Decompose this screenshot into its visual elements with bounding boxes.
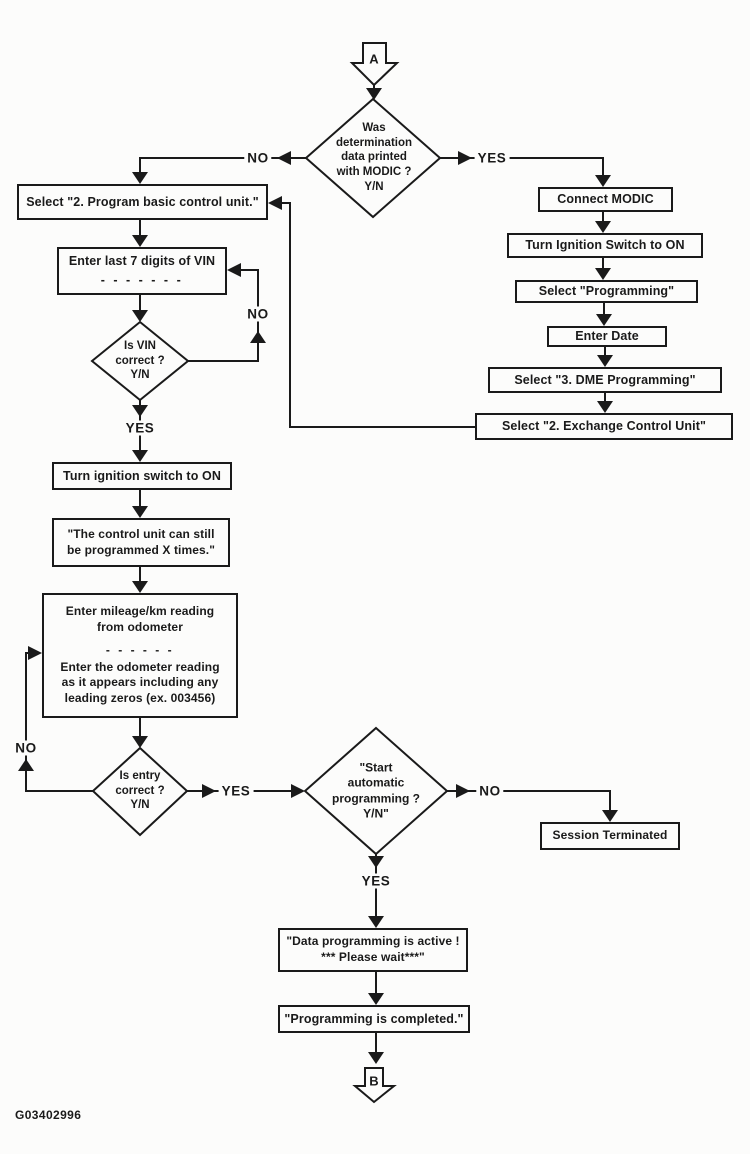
label-entry-no: NO bbox=[12, 740, 40, 756]
arrow-into-data bbox=[368, 916, 384, 928]
connector-a-label: A bbox=[369, 51, 379, 67]
process-data-programming-active: "Data programming is active ! *** Please… bbox=[278, 928, 468, 972]
label-modic-yes: YES bbox=[474, 150, 510, 166]
arrow-into-mileage bbox=[132, 581, 148, 593]
arrow-into-turnright bbox=[595, 221, 611, 233]
process-turn-ignition-right: Turn Ignition Switch to ON bbox=[507, 233, 703, 258]
flow-lines bbox=[25, 84, 611, 1062]
arrow-into-modicbox bbox=[595, 175, 611, 187]
line-modic-no bbox=[139, 157, 306, 182]
diamond-modic-shape bbox=[304, 97, 442, 219]
connector-b-label: B bbox=[369, 1073, 379, 1089]
decision-entry-correct: Is entry correct ? Y/N bbox=[115, 769, 165, 812]
decision-diamonds bbox=[90, 42, 449, 1104]
arrow-into-date bbox=[596, 314, 612, 326]
process-connect-modic: Connect MODIC bbox=[538, 187, 673, 212]
arrow-modic-no-left bbox=[277, 151, 291, 165]
decision-start-programming: "Start automatic programming ? Y/N" bbox=[331, 760, 421, 821]
decision-vin-correct: Is VIN correct ? Y/N bbox=[115, 339, 165, 382]
arrow-vinloop-left bbox=[227, 263, 241, 277]
connector-b-shape bbox=[352, 1067, 397, 1104]
arrow-into-dme bbox=[597, 355, 613, 367]
arrow-entryloop-right bbox=[28, 646, 42, 660]
label-entry-yes: YES bbox=[218, 783, 254, 799]
process-programming-completed: "Programming is completed." bbox=[278, 1005, 470, 1033]
process-session-terminated: Session Terminated bbox=[540, 822, 680, 850]
figure-code: G03402996 bbox=[15, 1108, 82, 1122]
arrow-vin-yes bbox=[132, 405, 148, 417]
flow-arrowheads bbox=[18, 88, 618, 1064]
arrow-into-selectprog bbox=[595, 268, 611, 280]
line-modic-yes bbox=[440, 157, 604, 185]
arrow-into-exchange bbox=[597, 401, 613, 413]
label-start-yes: YES bbox=[358, 873, 394, 889]
arrow-entryloop-up bbox=[18, 759, 34, 771]
label-modic-no: NO bbox=[244, 150, 272, 166]
arrow-into-session bbox=[602, 810, 618, 822]
diamond-start-shape bbox=[303, 726, 449, 856]
mileage-dash-blanks: - - - - - - bbox=[105, 642, 175, 657]
process-can-still-program: "The control unit can still be programme… bbox=[52, 518, 230, 567]
process-enter-date: Enter Date bbox=[547, 326, 667, 347]
process-enter-mileage: Enter mileage/km reading from odometer -… bbox=[42, 593, 238, 718]
process-select-program-basic: Select "2. Program basic control unit." bbox=[17, 184, 268, 220]
arrow-into-b bbox=[368, 1052, 384, 1064]
arrow-into-turnleft bbox=[132, 450, 148, 462]
arrow-exchange-left bbox=[268, 196, 282, 210]
arrow-start-yes bbox=[368, 856, 384, 868]
arrow-modic-yes-right bbox=[458, 151, 472, 165]
process-turn-ignition-left: Turn ignition switch to ON bbox=[52, 462, 232, 490]
arrow-start-no-right bbox=[456, 784, 470, 798]
arrow-into-basic bbox=[132, 172, 148, 184]
decision-modic-printed: Was determination data printed with MODI… bbox=[335, 122, 413, 194]
arrow-into-startdec bbox=[291, 784, 305, 798]
line-exchange-loop bbox=[272, 202, 475, 428]
label-vin-no: NO bbox=[244, 306, 272, 322]
connector-a-shape bbox=[349, 42, 400, 87]
diamond-vin-shape bbox=[90, 320, 190, 402]
arrow-into-entrydec bbox=[132, 736, 148, 748]
arrow-vinloop-up bbox=[250, 331, 266, 343]
arrow-into-vindec bbox=[132, 310, 148, 322]
line-start-no bbox=[447, 790, 611, 820]
diamond-entry-shape bbox=[91, 746, 189, 837]
process-select-programming: Select "Programming" bbox=[515, 280, 698, 303]
label-vin-yes: YES bbox=[122, 420, 158, 436]
arrow-into-canstill bbox=[132, 506, 148, 518]
arrow-into-vin bbox=[132, 235, 148, 247]
arrow-entry-yes-right bbox=[202, 784, 216, 798]
label-start-no: NO bbox=[476, 783, 504, 799]
arrow-a-down bbox=[366, 88, 382, 100]
arrow-into-completed bbox=[368, 993, 384, 1005]
process-select-exchange-unit: Select "2. Exchange Control Unit" bbox=[475, 413, 733, 440]
process-enter-vin: Enter last 7 digits of VIN - - - - - - - bbox=[57, 247, 227, 295]
process-select-dme-programming: Select "3. DME Programming" bbox=[488, 367, 722, 393]
vin-dash-blanks: - - - - - - - bbox=[100, 272, 184, 287]
